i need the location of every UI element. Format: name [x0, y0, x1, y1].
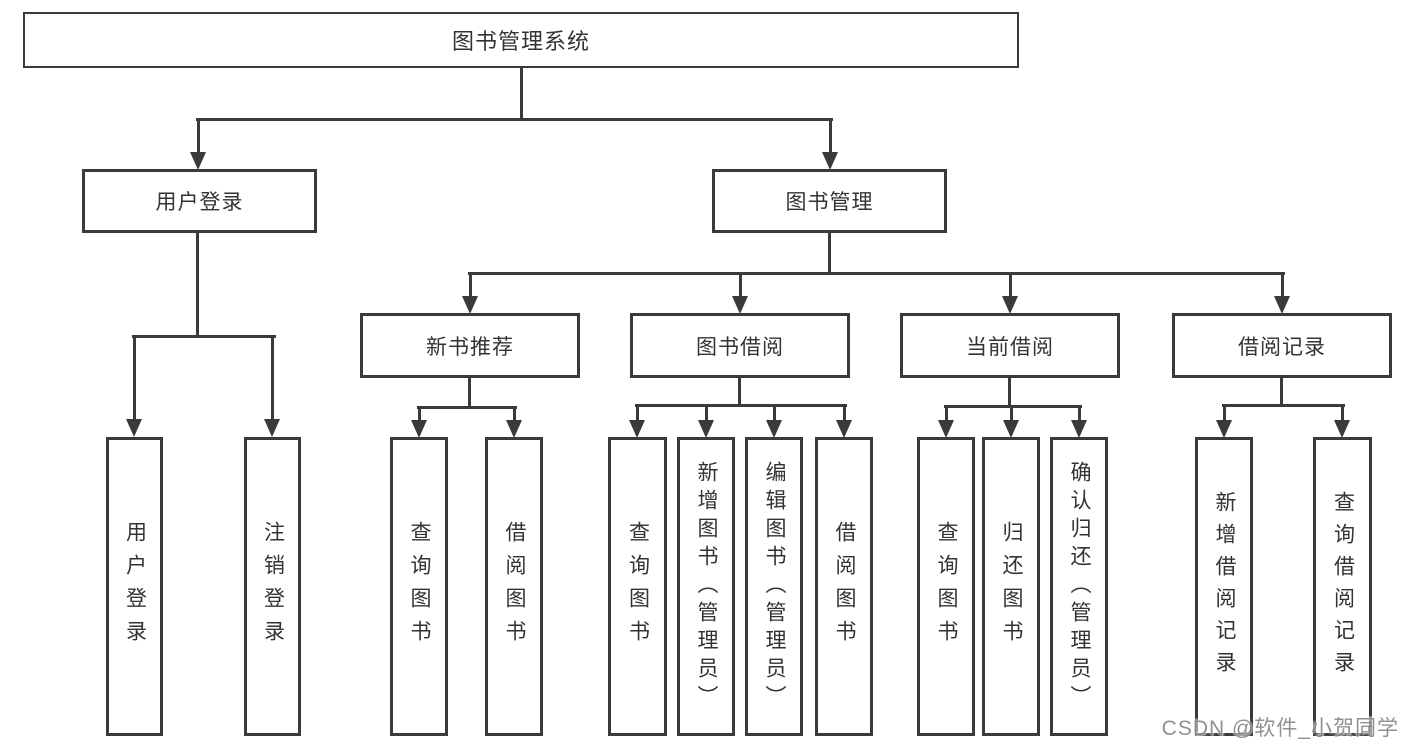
leaf-label: 确认归还（管理员） — [1068, 460, 1091, 713]
leaf-label: 用户登录 — [123, 520, 147, 653]
leaf-label: 注销登录 — [261, 520, 285, 653]
node-library-management-system: 图书管理系统 — [23, 12, 1019, 68]
leaf-label: 借阅图书 — [503, 520, 526, 653]
connector-current-borrowing-down — [1008, 378, 1011, 408]
leaf-borrow-books-borrowing: 借阅图书 — [815, 437, 873, 736]
connector-book-management-down — [828, 233, 831, 274]
leaf-query-books-borrowing: 查询图书 — [608, 437, 667, 736]
arrow-down-icon — [766, 404, 782, 438]
node-user-login: 用户登录 — [82, 169, 317, 233]
arrow-down-icon — [1002, 272, 1018, 314]
arrow-down-icon — [1274, 272, 1290, 314]
leaf-return-books: 归还图书 — [982, 437, 1040, 736]
arrow-down-icon — [732, 272, 748, 314]
connector-book-borrowing-horizontal — [635, 404, 847, 407]
leaf-label: 归还图书 — [1000, 520, 1023, 653]
leaf-add-borrow-record: 新增借阅记录 — [1195, 437, 1253, 736]
arrow-down-icon — [411, 406, 427, 438]
arrow-down-icon — [938, 405, 954, 438]
arrow-down-icon — [1071, 405, 1087, 438]
arrow-down-icon — [822, 118, 838, 170]
leaf-query-books-recommendation: 查询图书 — [390, 437, 448, 736]
leaf-label: 查询图书 — [626, 520, 650, 653]
connector-book-borrowing-down — [738, 378, 741, 407]
leaf-borrow-books-recommendation: 借阅图书 — [485, 437, 543, 736]
leaf-edit-book-admin: 编辑图书（管理员） — [745, 437, 803, 736]
connector-root-horizontal — [196, 118, 833, 121]
leaf-query-borrow-record: 查询借阅记录 — [1313, 437, 1372, 736]
arrow-down-icon — [1334, 404, 1350, 438]
connector-user-login-down — [196, 233, 199, 337]
arrow-down-icon — [836, 404, 852, 438]
leaf-label: 查询图书 — [408, 520, 431, 653]
arrow-down-icon — [506, 406, 522, 438]
leaf-confirm-return-admin: 确认归还（管理员） — [1050, 437, 1108, 736]
arrow-down-icon — [190, 118, 206, 170]
node-book-management: 图书管理 — [712, 169, 947, 233]
leaf-label: 查询图书 — [935, 520, 958, 653]
leaf-add-book-admin: 新增图书（管理员） — [677, 437, 735, 736]
node-new-book-recommendation: 新书推荐 — [360, 313, 580, 378]
connector-borrowing-records-horizontal — [1222, 404, 1345, 407]
node-borrowing-records: 借阅记录 — [1172, 313, 1392, 378]
node-book-borrowing: 图书借阅 — [630, 313, 850, 378]
arrow-down-icon — [264, 335, 280, 437]
leaf-label: 查询借阅记录 — [1331, 490, 1355, 683]
arrow-down-icon — [698, 404, 714, 438]
arrow-down-icon — [1216, 404, 1232, 438]
connector-borrowing-records-down — [1280, 378, 1283, 407]
leaf-label: 编辑图书（管理员） — [763, 460, 786, 713]
watermark: CSDN @软件_小贺同学 — [1161, 717, 1399, 740]
arrow-down-icon — [1003, 405, 1019, 438]
connector-new-book-down — [468, 378, 471, 409]
arrow-down-icon — [462, 272, 478, 314]
leaf-label: 新增借阅记录 — [1213, 490, 1236, 683]
leaf-user-login: 用户登录 — [106, 437, 163, 736]
leaf-label: 借阅图书 — [833, 520, 856, 653]
leaf-query-books-current: 查询图书 — [917, 437, 975, 736]
arrow-down-icon — [629, 404, 645, 438]
connector-new-book-horizontal — [417, 406, 517, 409]
connector-root-down — [520, 68, 523, 120]
node-current-borrowing: 当前借阅 — [900, 313, 1120, 378]
leaf-logout: 注销登录 — [244, 437, 301, 736]
leaf-label: 新增图书（管理员） — [695, 460, 718, 713]
arrow-down-icon — [126, 335, 142, 437]
connector-book-management-horizontal — [468, 272, 1285, 275]
connector-user-login-horizontal — [132, 335, 276, 338]
connector-current-borrowing-horizontal — [944, 405, 1082, 408]
